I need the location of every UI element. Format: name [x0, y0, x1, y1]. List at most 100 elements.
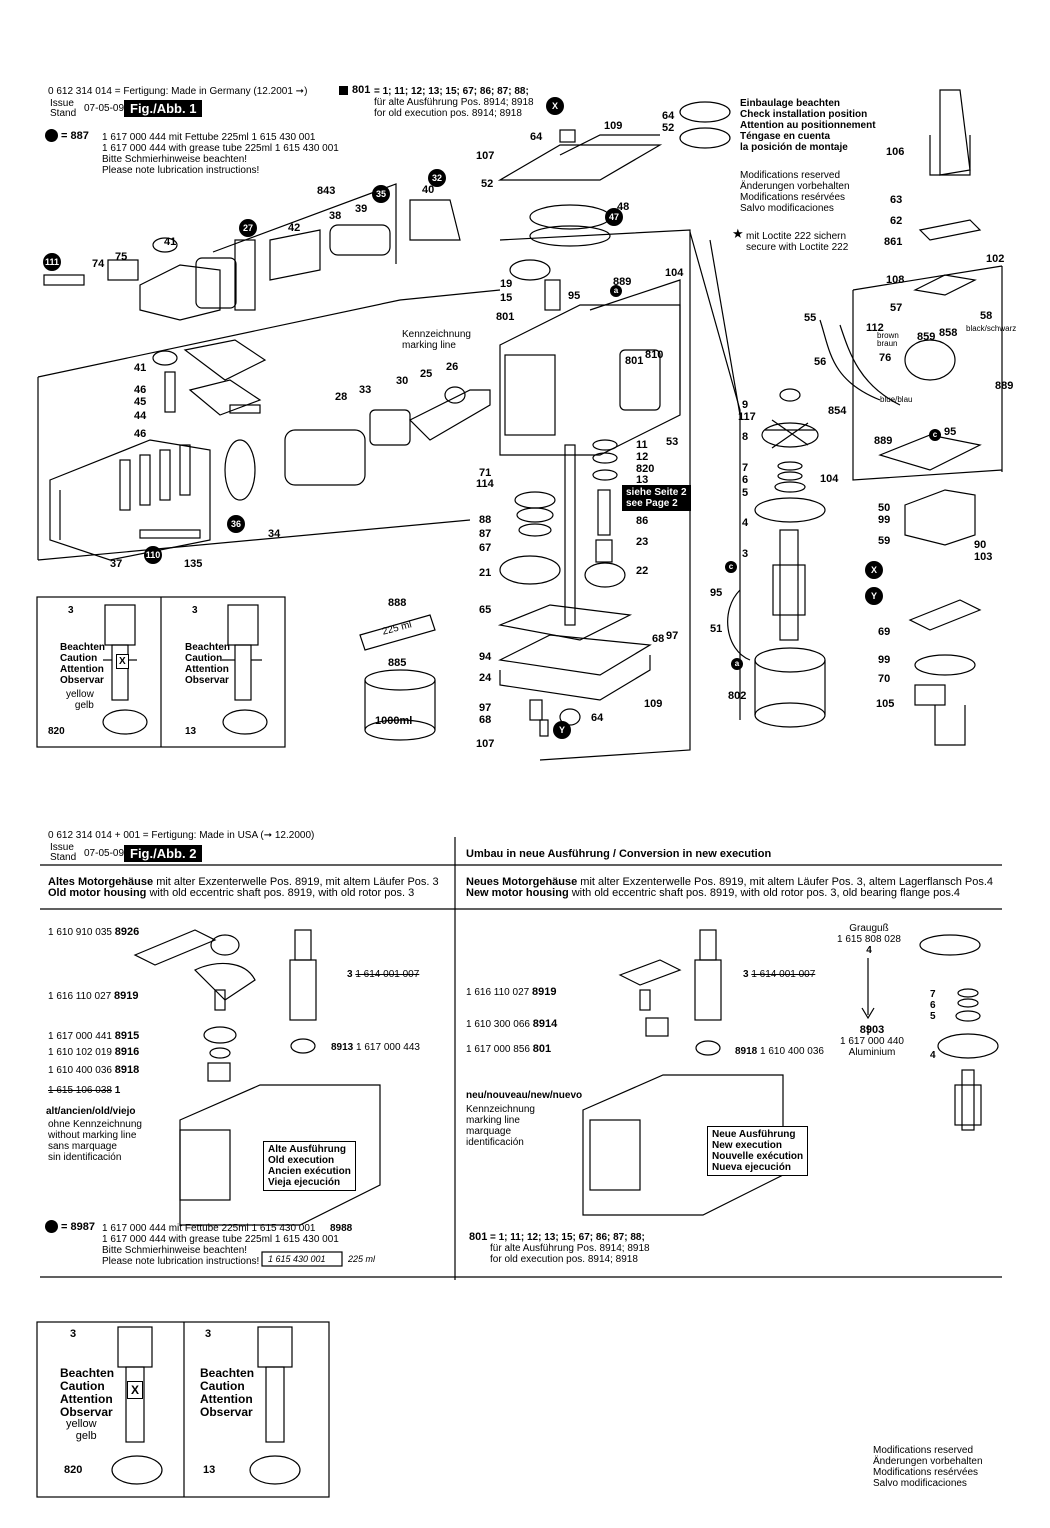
part-label: 58	[980, 310, 993, 322]
fig-label-2: Fig./Abb. 2	[124, 845, 203, 862]
part-label: 37	[110, 558, 123, 570]
part-label: 859	[917, 331, 936, 343]
part-label: 97	[666, 630, 679, 642]
part-4-aluminium: 4	[930, 1050, 936, 1061]
part-label: 40	[422, 184, 435, 196]
tube-size: 225 ml	[348, 1254, 376, 1264]
part-label: 15	[500, 292, 513, 304]
part-label: 68	[652, 633, 665, 645]
part-label: 889	[874, 435, 893, 447]
inset1-left-top: 3	[68, 605, 74, 616]
new-housing-desc: Neues Motorgehäuse mit alter Exzenterwel…	[466, 876, 994, 899]
part-label: 23	[636, 536, 649, 548]
inset2-left-top: 3	[70, 1328, 77, 1340]
small-circled-label: a	[731, 658, 743, 670]
part-label: 50	[878, 502, 891, 514]
part-label: 64	[662, 110, 675, 122]
part-label: 3	[742, 548, 749, 560]
part-label: 45	[134, 396, 147, 408]
part-label: 106	[886, 146, 905, 158]
part-label: 76	[879, 352, 892, 364]
part-label: 34	[268, 528, 281, 540]
inset1-left-bottom: 820	[48, 726, 65, 737]
part-label: 25	[420, 368, 433, 380]
part-label: 105	[876, 698, 895, 710]
part-label: 38	[329, 210, 342, 222]
circled-label: 27	[239, 219, 257, 237]
rotor-label-right: 3 1 614 001 007	[743, 969, 816, 980]
part-label: 52	[662, 122, 675, 134]
part-label: 109	[604, 120, 623, 132]
old-part-row: 1 610 400 036 8918	[48, 1064, 140, 1077]
grease-dot-icon	[45, 1220, 58, 1233]
part-label: 99	[878, 514, 891, 526]
part-label: 88	[479, 514, 492, 526]
part-label: 4	[742, 517, 749, 529]
part-label: 46	[134, 428, 147, 440]
inset2-right-bottom: 13	[203, 1464, 216, 1476]
part-label: 117	[738, 411, 756, 423]
part-label: 55	[804, 312, 817, 324]
part-label: 6	[742, 474, 749, 486]
part-label: 109	[644, 698, 663, 710]
part-label: 99	[878, 654, 891, 666]
part-label: 820	[636, 463, 655, 475]
part-label: 87	[479, 528, 492, 540]
new-part-row: 1 617 000 856 801	[466, 1043, 552, 1056]
part-label: 8	[742, 431, 749, 443]
part-label: 95	[568, 290, 581, 302]
part-label: 86	[636, 515, 649, 527]
part-label: 24	[479, 672, 492, 684]
part-label: 28	[335, 391, 348, 403]
tube-part-number: 1 615 430 001	[268, 1254, 326, 1264]
wire-black-label: black/schwarz	[966, 324, 1017, 333]
circled-label: Y	[553, 721, 571, 739]
part-label: 888	[388, 597, 407, 609]
small-circled-label: c	[725, 561, 737, 573]
part-label: 63	[890, 194, 903, 206]
part-label: 95	[710, 587, 723, 599]
part-label: 103	[974, 551, 993, 563]
inset2-left-bottom: 820	[64, 1464, 83, 1476]
part-label: 107	[476, 738, 495, 750]
arrow-right-icon: ➞	[295, 86, 305, 97]
circled-label: Y	[865, 587, 883, 605]
part-label: 67	[479, 542, 492, 554]
new-label: neu/nouveau/new/nuevo	[466, 1090, 583, 1101]
page1-issue-date: 07-05-09	[84, 103, 125, 114]
inset1-right-top: 3	[192, 605, 198, 616]
part-label: 59	[878, 535, 891, 547]
part-label: 69	[878, 626, 891, 638]
part-label: 44	[134, 410, 147, 422]
old-part-row: 1 617 000 441 8915	[48, 1030, 140, 1043]
part-label: 11	[636, 439, 648, 451]
part-label: 71	[479, 467, 492, 479]
part-label: 56	[814, 356, 827, 368]
part-label: 107	[476, 150, 495, 162]
part-label: 12	[636, 451, 649, 463]
circled-label: 32	[428, 169, 446, 187]
part-label: 74	[92, 258, 105, 270]
part-label: 26	[446, 361, 459, 373]
part-label: 104	[665, 267, 684, 279]
circled-label: 35	[372, 185, 390, 203]
star-icon: ★	[732, 226, 744, 241]
lube-instructions-1: 1 617 000 444 mit Fettube 225ml 1 615 43…	[102, 132, 339, 176]
part-label: 9	[742, 399, 749, 411]
page2-issue-date: 07-05-09	[84, 848, 125, 859]
lube-ref-8987: = 8987	[61, 1221, 95, 1233]
inset1-x-mark: X	[116, 654, 129, 669]
old-housing-desc: Altes Motorgehäuse mit alter Exzenterwel…	[48, 876, 439, 899]
